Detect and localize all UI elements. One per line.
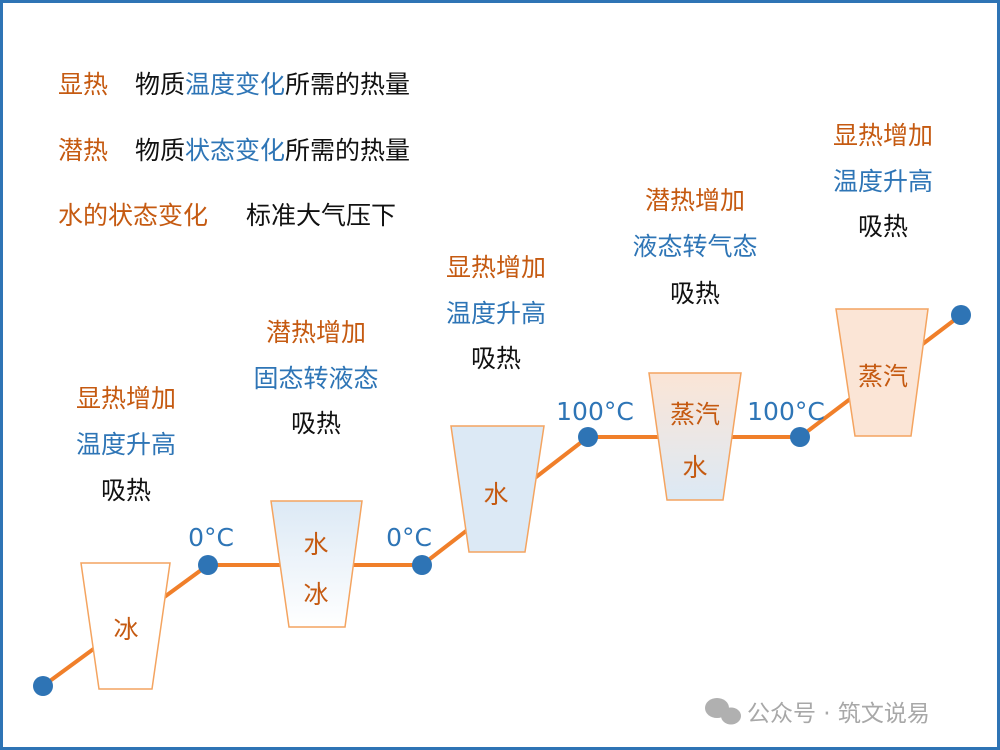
point-dot (33, 676, 53, 696)
watermark: 公众号 · 筑文说易 (747, 701, 930, 727)
cup-label: 蒸汽 (670, 400, 720, 429)
stage-action: 吸热 (291, 409, 341, 438)
stage-change: 温度升高 (76, 430, 176, 459)
stage-action: 吸热 (670, 279, 720, 308)
stage-action: 吸热 (101, 476, 151, 505)
temp-label: 100°C (556, 397, 634, 426)
cup-ice (80, 562, 171, 690)
stage-heat: 潜热增加 (266, 318, 366, 347)
point-dot (198, 555, 218, 575)
stage-change: 温度升高 (446, 299, 546, 328)
cup-label: 冰 (303, 580, 328, 609)
temp-label: 100°C (747, 397, 825, 426)
cup-water-ice (270, 500, 363, 628)
cup-label: 冰 (113, 615, 138, 644)
temp-label: 0°C (386, 523, 432, 552)
cup-label: 蒸汽 (858, 362, 908, 391)
water-state-diagram: 显热物质温度变化所需的热量 潜热物质状态变化所需的热量 水的状态变化标准大气压下… (33, 70, 971, 727)
point-dot (790, 427, 810, 447)
legend-line-3: 水的状态变化标准大气压下 (58, 201, 396, 230)
stage-action: 吸热 (858, 212, 908, 241)
stage-heat: 显热增加 (446, 253, 546, 282)
cup-steam (835, 308, 929, 437)
legend-line-2: 潜热物质状态变化所需的热量 (58, 136, 410, 165)
stage-heat: 潜热增加 (645, 186, 745, 215)
legend-line-1: 显热物质温度变化所需的热量 (58, 70, 410, 99)
cup-label: 水 (682, 453, 707, 482)
temp-label: 0°C (188, 523, 234, 552)
point-dot (412, 555, 432, 575)
cup-label: 水 (483, 480, 508, 509)
stage-heat: 显热增加 (76, 384, 176, 413)
cup-water (450, 425, 545, 553)
cup-steam-water (648, 372, 742, 501)
wechat-icon (705, 698, 741, 725)
stage-change: 温度升高 (833, 167, 933, 196)
point-dot (578, 427, 598, 447)
stage-heat: 显热增加 (833, 121, 933, 150)
point-dot (951, 305, 971, 325)
stage-action: 吸热 (471, 344, 521, 373)
stage-change: 液态转气态 (632, 232, 757, 261)
cup-label: 水 (303, 530, 328, 559)
points (33, 305, 971, 696)
stage-change: 固态转液态 (253, 364, 378, 393)
